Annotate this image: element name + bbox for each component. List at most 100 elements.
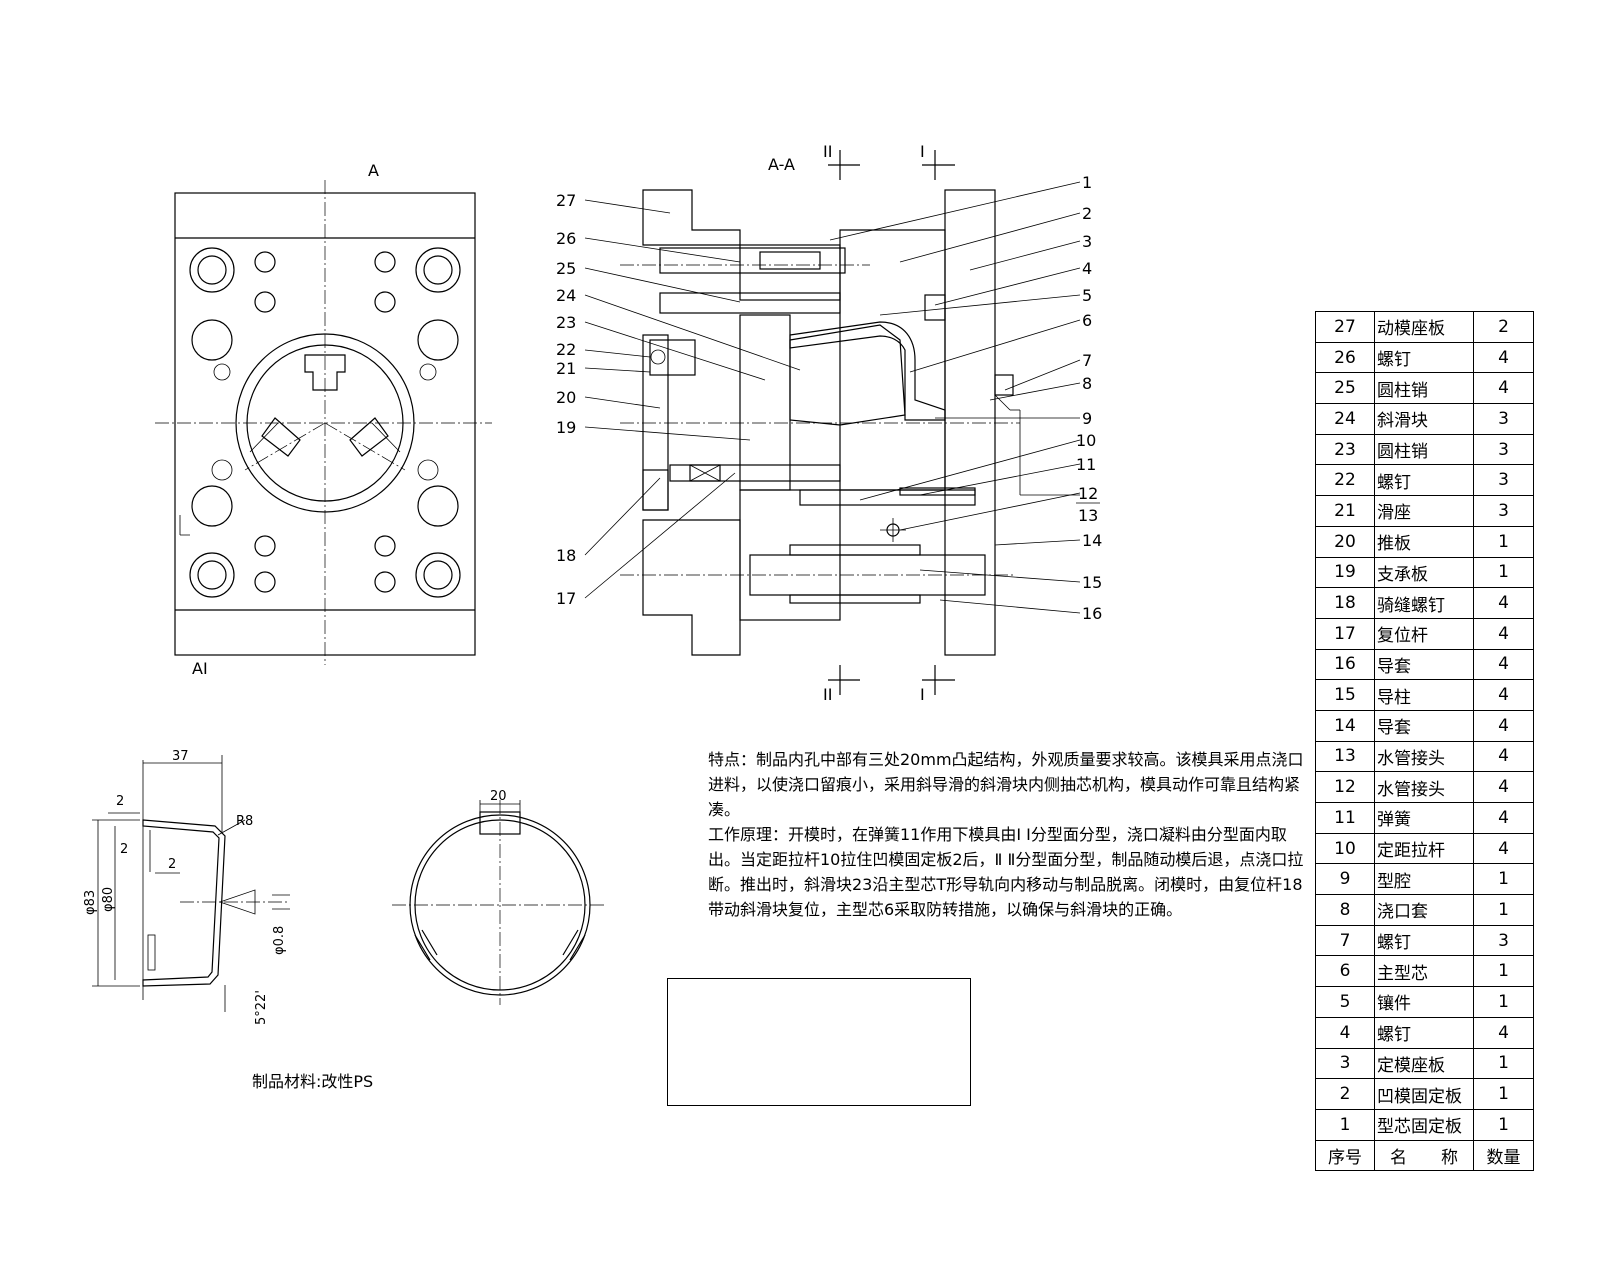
- svg-text:20: 20: [556, 388, 576, 407]
- bom-cell-name: 定距拉杆: [1374, 832, 1474, 865]
- features-text: 特点：制品内孔中部有三处20mm凸起结构，外观质量要求较高。该模具采用点浇口进料…: [708, 750, 1304, 819]
- bom-cell-name: 浇口套: [1374, 894, 1474, 926]
- bom-cell-no: 3: [1315, 1047, 1375, 1080]
- title-block-blank: [667, 978, 971, 1106]
- svg-text:21: 21: [556, 359, 576, 378]
- svg-text:I: I: [920, 142, 925, 161]
- bom-cell-name: 支承板: [1374, 556, 1474, 589]
- svg-text:4: 4: [1082, 259, 1092, 278]
- bom-cell-no: 13: [1315, 740, 1375, 773]
- bom-cell-name: 复位杆: [1374, 617, 1474, 650]
- plan-label-bottom: AI: [192, 659, 208, 678]
- bom-cell-no: 7: [1315, 924, 1375, 957]
- bom-header-qty: 数量: [1473, 1139, 1534, 1172]
- svg-text:22: 22: [556, 340, 576, 359]
- bom-cell-name: 导套: [1374, 648, 1474, 681]
- description-block: 特点：制品内孔中部有三处20mm凸起结构，外观质量要求较高。该模具采用点浇口进料…: [708, 747, 1308, 922]
- svg-text:26: 26: [556, 229, 576, 248]
- bom-cell-name: 动模座板: [1374, 311, 1474, 343]
- svg-text:12: 12: [1078, 484, 1098, 503]
- svg-text:2: 2: [120, 842, 128, 857]
- bom-cell-qty: 4: [1473, 802, 1534, 834]
- product-material: 制品材料:改性PS: [252, 1072, 374, 1091]
- bom-cell-no: 11: [1315, 802, 1375, 834]
- svg-text:18: 18: [556, 546, 576, 565]
- svg-text:3: 3: [1082, 232, 1092, 251]
- bom-cell-qty: 3: [1473, 495, 1534, 527]
- bom-cell-name: 导柱: [1374, 679, 1474, 711]
- bom-cell-no: 9: [1315, 863, 1375, 896]
- bom-cell-qty: 4: [1473, 832, 1534, 865]
- bom-cell-name: 圆柱销: [1374, 372, 1474, 405]
- svg-text:10: 10: [1076, 431, 1096, 450]
- section-view: A-A II I II I: [556, 142, 1102, 704]
- svg-text:1: 1: [1082, 173, 1092, 192]
- svg-text:14: 14: [1082, 531, 1102, 550]
- bom-cell-qty: 4: [1473, 587, 1534, 619]
- bom-cell-no: 6: [1315, 955, 1375, 988]
- bom-cell-qty: 4: [1473, 740, 1534, 773]
- bom-cell-name: 型芯固定板: [1374, 1108, 1474, 1141]
- svg-text:25: 25: [556, 259, 576, 278]
- bom-header: 序号名 称数量: [1315, 1139, 1534, 1172]
- bom-cell-no: 4: [1315, 1016, 1375, 1049]
- bom-cell-qty: 1: [1473, 955, 1534, 988]
- bom-cell-name: 螺钉: [1374, 924, 1474, 957]
- bom-cell-name: 水管接头: [1374, 771, 1474, 803]
- bom-cell-name: 导套: [1374, 709, 1474, 742]
- bom-cell-qty: 2: [1473, 311, 1534, 343]
- bom-cell-qty: 1: [1473, 525, 1534, 558]
- bom-cell-no: 2: [1315, 1078, 1375, 1110]
- bom-cell-name: 弹簧: [1374, 802, 1474, 834]
- svg-text:5: 5: [1082, 286, 1092, 305]
- bom-cell-name: 螺钉: [1374, 1016, 1474, 1049]
- section-label: A-A: [768, 155, 795, 174]
- bom-cell-no: 22: [1315, 464, 1375, 497]
- svg-text:7: 7: [1082, 351, 1092, 370]
- plan-label: A: [368, 161, 379, 180]
- bom-cell-qty: 4: [1473, 1016, 1534, 1049]
- svg-text:11: 11: [1076, 455, 1096, 474]
- bom-cell-no: 23: [1315, 433, 1375, 466]
- bom-cell-no: 27: [1315, 311, 1375, 343]
- svg-text:37: 37: [172, 749, 189, 764]
- bom-cell-name: 水管接头: [1374, 740, 1474, 773]
- bom-cell-name: 镶件: [1374, 986, 1474, 1018]
- svg-text:II: II: [823, 142, 832, 161]
- callouts-right: 1 2 3 4 5 6 7 8 9 10 11 12 13 14 15 16: [829, 173, 1102, 623]
- svg-text:R8: R8: [236, 814, 253, 829]
- bom-cell-name: 推板: [1374, 525, 1474, 558]
- svg-text:φ80: φ80: [101, 887, 116, 912]
- principle-text: 工作原理：开模时，在弹簧11作用下模具由Ⅰ Ⅰ分型面分型，浇口凝料由分型面内取出…: [708, 825, 1304, 919]
- bom-cell-qty: 4: [1473, 771, 1534, 803]
- bom-cell-qty: 1: [1473, 986, 1534, 1018]
- svg-text:2: 2: [116, 794, 124, 809]
- bom-cell-no: 24: [1315, 403, 1375, 435]
- svg-text:9: 9: [1082, 409, 1092, 428]
- bom-cell-name: 圆柱销: [1374, 433, 1474, 466]
- bom-cell-name: 定模座板: [1374, 1047, 1474, 1080]
- bom-cell-qty: 1: [1473, 863, 1534, 896]
- bom-cell-qty: 4: [1473, 617, 1534, 650]
- bom-cell-qty: 3: [1473, 924, 1534, 957]
- bom-cell-no: 5: [1315, 986, 1375, 1018]
- bom-cell-qty: 3: [1473, 464, 1534, 497]
- bom-cell-no: 8: [1315, 894, 1375, 926]
- bom-cell-qty: 1: [1473, 1047, 1534, 1080]
- bom-cell-no: 18: [1315, 587, 1375, 619]
- svg-text:2: 2: [168, 857, 176, 872]
- svg-text:13: 13: [1078, 506, 1098, 525]
